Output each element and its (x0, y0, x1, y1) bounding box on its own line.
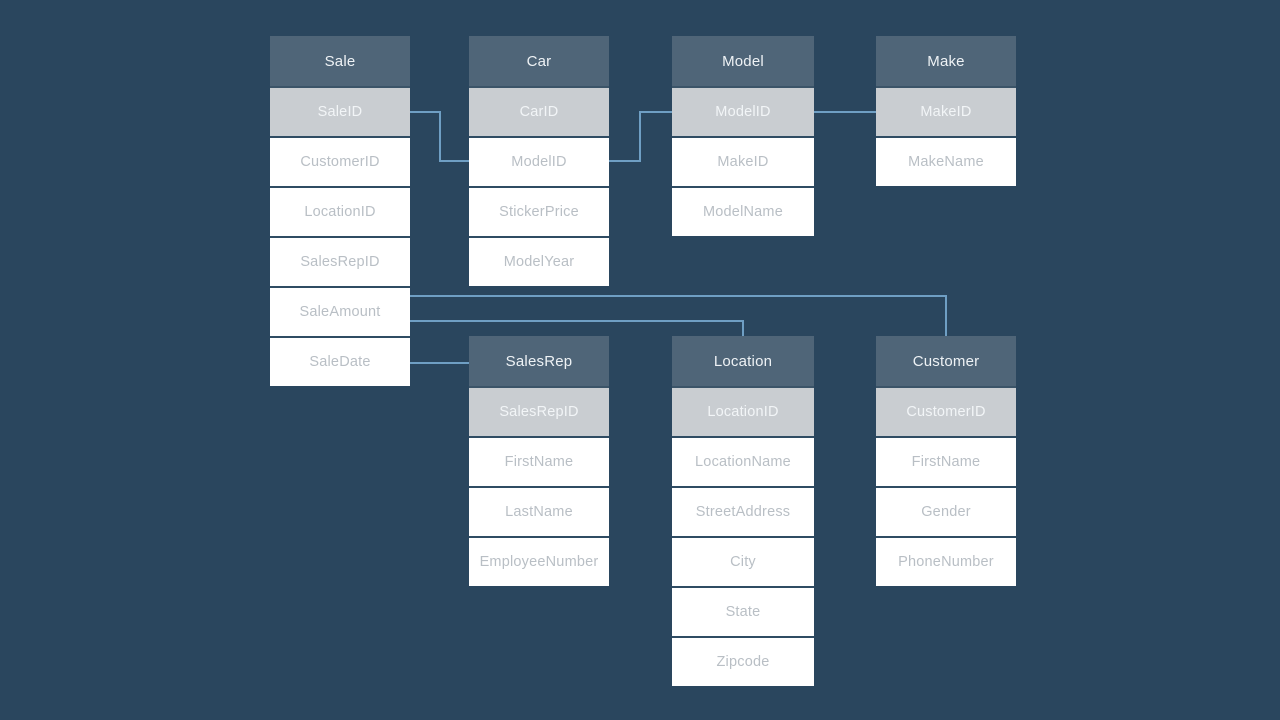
attribute-row-salesrep-employeenumber[interactable]: EmployeeNumber (469, 536, 609, 586)
primary-key-row-location-locationid[interactable]: LocationID (672, 386, 814, 436)
attribute-row-sale-salesrepid[interactable]: SalesRepID (270, 236, 410, 286)
primary-key-row-make-makeid[interactable]: MakeID (876, 86, 1016, 136)
attribute-row-customer-phonenumber[interactable]: PhoneNumber (876, 536, 1016, 586)
attribute-row-location-streetaddress[interactable]: StreetAddress (672, 486, 814, 536)
attribute-row-make-makename[interactable]: MakeName (876, 136, 1016, 186)
primary-key-row-salesrep-salesrepid[interactable]: SalesRepID (469, 386, 609, 436)
attribute-row-model-makeid[interactable]: MakeID (672, 136, 814, 186)
primary-key-row-car-carid[interactable]: CarID (469, 86, 609, 136)
entity-header-salesrep: SalesRep (469, 336, 609, 386)
attribute-row-salesrep-lastname[interactable]: LastName (469, 486, 609, 536)
attribute-row-sale-locationid[interactable]: LocationID (270, 186, 410, 236)
primary-key-row-sale-saleid[interactable]: SaleID (270, 86, 410, 136)
attribute-row-sale-saleamount[interactable]: SaleAmount (270, 286, 410, 336)
primary-key-row-customer-customerid[interactable]: CustomerID (876, 386, 1016, 436)
relationship-line-sale-customer (410, 295, 947, 336)
entity-header-customer: Customer (876, 336, 1016, 386)
relationship-line-sale-location (410, 320, 744, 336)
relationship-line-car-model (609, 111, 672, 162)
attribute-row-customer-firstname[interactable]: FirstName (876, 436, 1016, 486)
attribute-row-location-locationname[interactable]: LocationName (672, 436, 814, 486)
attribute-row-location-state[interactable]: State (672, 586, 814, 636)
attribute-row-car-modelyear[interactable]: ModelYear (469, 236, 609, 286)
attribute-row-customer-gender[interactable]: Gender (876, 486, 1016, 536)
attribute-row-sale-saledate[interactable]: SaleDate (270, 336, 410, 386)
entity-header-make: Make (876, 36, 1016, 86)
attribute-row-car-modelid[interactable]: ModelID (469, 136, 609, 186)
attribute-row-model-modelname[interactable]: ModelName (672, 186, 814, 236)
entity-header-location: Location (672, 336, 814, 386)
attribute-row-salesrep-firstname[interactable]: FirstName (469, 436, 609, 486)
relationship-line-sale-car (410, 111, 469, 162)
attribute-row-sale-customerid[interactable]: CustomerID (270, 136, 410, 186)
primary-key-row-model-modelid[interactable]: ModelID (672, 86, 814, 136)
attribute-row-location-city[interactable]: City (672, 536, 814, 586)
entity-header-sale: Sale (270, 36, 410, 86)
attribute-row-location-zipcode[interactable]: Zipcode (672, 636, 814, 686)
attribute-row-car-stickerprice[interactable]: StickerPrice (469, 186, 609, 236)
entity-header-model: Model (672, 36, 814, 86)
entity-header-car: Car (469, 36, 609, 86)
